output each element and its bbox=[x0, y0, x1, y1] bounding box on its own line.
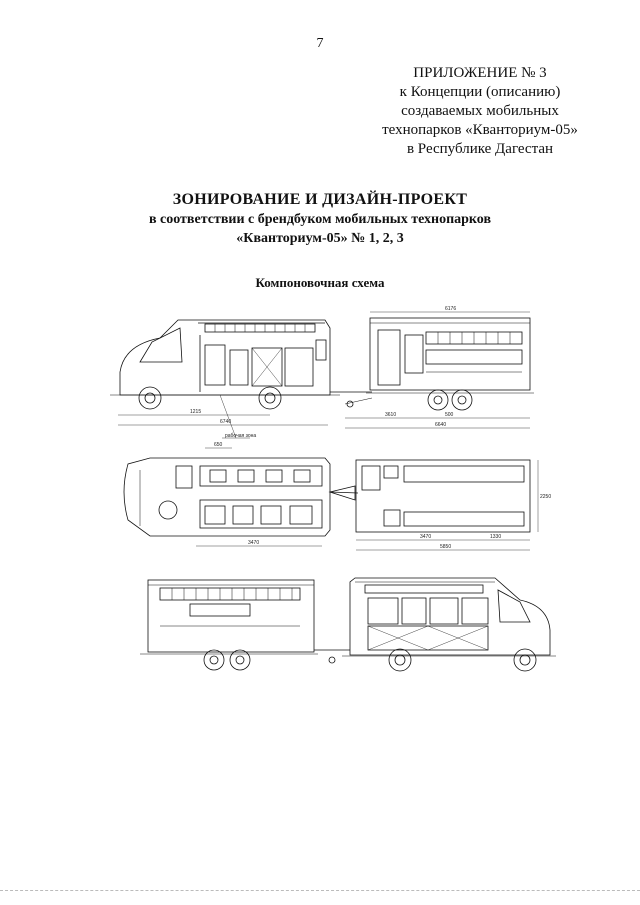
appendix-block: ПРИЛОЖЕНИЕ № 3 к Концепции (описанию) со… bbox=[360, 64, 600, 159]
trailer-body bbox=[369, 317, 531, 391]
dim-label: 3610 bbox=[385, 412, 396, 418]
dim-label: 6176 bbox=[445, 306, 456, 312]
van-body-mirrored bbox=[349, 577, 551, 656]
trailer-plan-outline bbox=[355, 459, 531, 533]
dim-label: 5850 bbox=[440, 544, 451, 550]
heading-block: ЗОНИРОВАНИЕ И ДИЗАЙН-ПРОЕКТ в соответств… bbox=[0, 190, 640, 248]
van-cab-window-mirrored bbox=[497, 589, 531, 623]
trailer-body-mirrored bbox=[147, 579, 315, 653]
dim-label: 650 bbox=[214, 442, 223, 448]
page-title: ЗОНИРОВАНИЕ И ДИЗАЙН-ПРОЕКТ bbox=[172, 191, 468, 208]
appendix-line: технопарков «Кванториум-05» bbox=[382, 122, 578, 138]
scheme-title: Компоновочная схема bbox=[255, 275, 385, 290]
side-view-van-trailer: 1215 6740 рабочая зона 6176 3610 bbox=[110, 306, 534, 439]
dim-label: 1330 bbox=[490, 534, 501, 540]
dim-label: 2250 bbox=[540, 494, 551, 500]
appendix-line: ПРИЛОЖЕНИЕ № 3 bbox=[413, 65, 547, 81]
floor-label: рабочая зона bbox=[225, 433, 256, 439]
page-subtitle-line-1: в соответствии с брендбуком мобильных те… bbox=[148, 212, 492, 227]
side-view-trailer-van bbox=[140, 577, 556, 672]
dim-label: 1215 bbox=[190, 409, 201, 415]
dim-label: 3470 bbox=[420, 534, 431, 540]
page-bottom-rule bbox=[0, 890, 640, 891]
page-subtitle-line-2: «Кванториум-05» № 1, 2, 3 bbox=[236, 231, 404, 246]
page-number: 7 bbox=[316, 36, 324, 51]
van-plan-outline bbox=[123, 457, 331, 537]
appendix-line: в Республике Дагестан bbox=[406, 141, 554, 157]
appendix-line: к Концепции (описанию) bbox=[399, 84, 561, 100]
appendix-line: создаваемых мобильных bbox=[401, 103, 559, 119]
van-body-outline bbox=[119, 319, 331, 396]
plan-view-van-trailer: 650 3470 3470 1330 5850 2250 bbox=[123, 442, 551, 551]
dim-label: 6640 bbox=[435, 422, 446, 428]
van-cab-window bbox=[139, 327, 183, 363]
dim-label: 6740 bbox=[220, 419, 231, 425]
dim-label: 3470 bbox=[248, 540, 259, 546]
dim-label: 500 bbox=[445, 412, 454, 418]
